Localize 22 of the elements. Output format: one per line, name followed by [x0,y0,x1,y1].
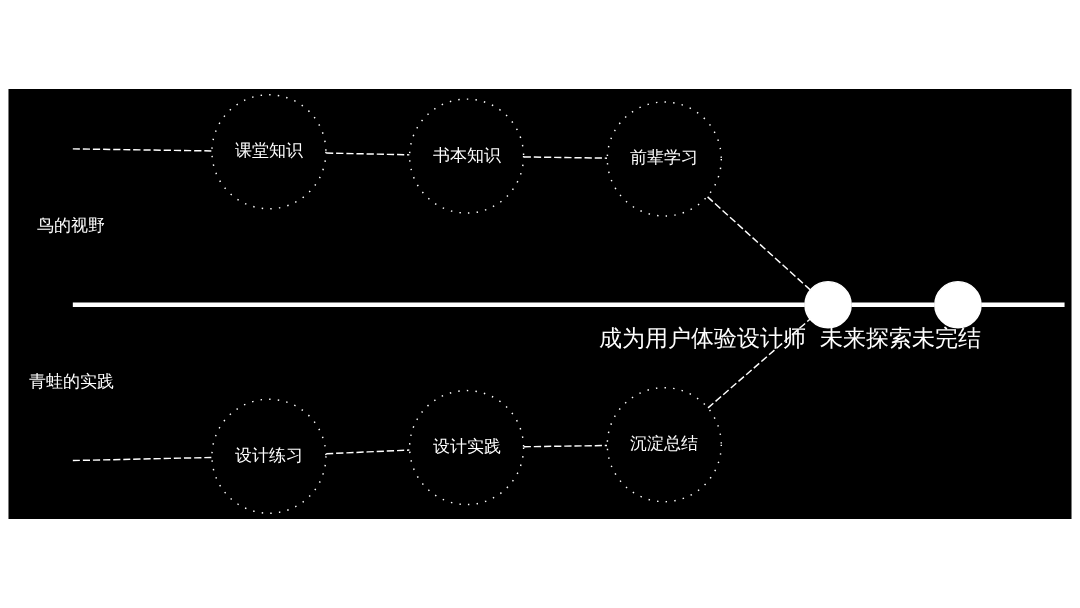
label: 青蛙的实践 [28,371,114,392]
node-label: 成为用户体验设计师 [599,325,807,352]
connector [523,444,608,448]
connector [706,196,811,291]
connector [72,302,805,307]
node-circle: 设计练习 [211,398,327,514]
node-label: 未来探索未完结 [820,325,982,352]
node-circle [804,280,852,329]
node-circle: 书本知识 [408,98,525,214]
connector [707,318,811,409]
connector [981,302,1065,307]
node-circle: 沉淀总结 [606,386,722,503]
connector [325,449,411,455]
connector [851,302,935,307]
connector [523,156,608,159]
node-circle: 课堂知识 [211,94,327,210]
label: 鸟的视野 [37,215,106,236]
connector [72,456,213,462]
connector [325,152,411,156]
connector [72,148,213,152]
node-circle: 设计实践 [408,389,525,506]
node-circle: 前辈学习 [606,101,722,217]
